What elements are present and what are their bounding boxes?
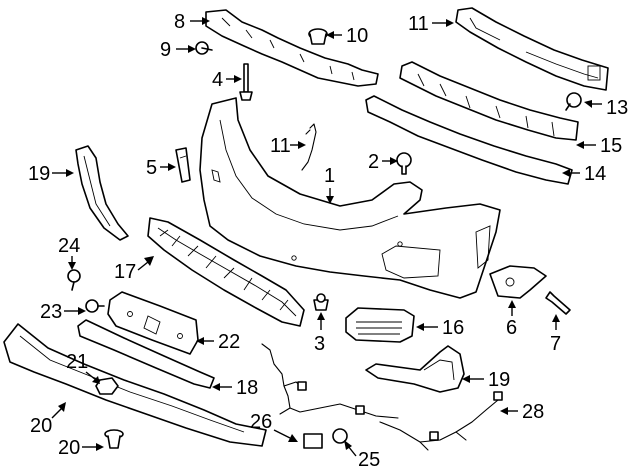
part-21-pin [104,429,124,449]
svg-text:11: 11 [408,13,429,35]
callout-1: 1 [324,165,335,204]
svg-text:9: 9 [160,39,171,61]
part-20-lower-spoiler [3,323,267,447]
callout-20: 20 [30,402,66,437]
callout-24: 23 [40,301,86,323]
callout-23: 22 [196,331,240,353]
callout-17: 17 [114,256,154,283]
svg-text:11: 11 [270,135,291,157]
svg-text:1: 1 [324,165,335,187]
svg-text:4: 4 [212,69,223,91]
svg-text:20: 20 [30,415,52,437]
part-7-fastener [545,291,571,315]
part-8-upper-bracket [205,9,379,87]
part-24-bolt [85,299,105,313]
part-17-grille [147,217,305,327]
callout-4: 4 [212,69,242,91]
svg-text:21: 21 [66,351,88,373]
svg-text:26: 26 [250,411,272,433]
part-19-left-bracket [75,145,129,241]
part-25-screw [67,269,81,291]
svg-text:13: 13 [606,97,628,119]
part-18-strip [77,319,215,389]
part-12-absorber [455,7,609,91]
svg-text:19: 19 [488,369,510,391]
svg-text:6: 6 [506,317,517,339]
svg-text:22: 22 [218,331,240,353]
part-19-right-bracket [365,345,465,393]
part-5-bracket [175,147,191,183]
callout-13: 13 [584,97,628,119]
svg-text:8: 8 [174,11,185,33]
callout-14: 14 [562,163,606,185]
callout-2: 2 [368,151,398,173]
part-3-clip [313,293,329,311]
part-11-bracket [301,123,317,171]
svg-text:28: 28 [522,401,544,423]
callout-25: 24 [58,235,80,270]
part-26-sensor [303,428,348,449]
callout-12: 11 [408,13,454,35]
part-9-bolt [195,41,213,55]
callout-22: 21 [66,351,100,384]
svg-text:7: 7 [550,333,561,355]
svg-text:2: 2 [368,151,379,173]
callout-10: 10 [326,25,368,47]
callout-6: 6 [506,300,517,339]
svg-text:16: 16 [442,317,464,339]
svg-text:25: 25 [358,449,380,471]
part-13-bolt [565,92,582,111]
callout-18: 18 [212,377,258,399]
callout-5: 5 [146,157,176,179]
svg-text:5: 5 [146,157,157,179]
callout-3: 3 [314,312,325,355]
part-10-clip [308,28,328,45]
svg-text:23: 23 [40,301,62,323]
part-27-harness [261,343,399,419]
callout-19-right: 19 [462,369,510,391]
svg-text:10: 10 [346,25,368,47]
svg-text:14: 14 [584,163,606,185]
svg-text:19: 19 [28,163,50,185]
part-6-cover [489,265,547,299]
part-28-harness [379,391,503,451]
part-23-plate-bracket [107,291,199,355]
svg-text:15: 15 [600,135,622,157]
part-4-stud [239,63,253,101]
callout-21: 20 [58,437,104,459]
part-22-nut [95,377,119,395]
callout-28: 28 [500,401,544,423]
callout-7: 7 [550,314,561,355]
part-15-absorber [399,61,579,141]
svg-text:3: 3 [314,333,325,355]
svg-text:24: 24 [58,235,80,257]
callout-26: 25 [344,440,380,471]
part-2-pin [396,152,412,175]
part-16-fog-bezel [345,307,415,343]
callout-19-left: 19 [28,163,74,185]
callout-21-label: 20 [58,437,80,459]
svg-text:17: 17 [114,261,136,283]
callout-27: 26 [250,411,298,442]
callout-11: 11 [270,135,306,157]
callout-9: 9 [160,39,196,61]
svg-text:18: 18 [236,377,258,399]
callout-8: 8 [174,11,210,33]
callout-16: 16 [416,317,464,339]
callout-15: 15 [576,135,622,157]
part-1-bumper-cover [199,97,501,299]
